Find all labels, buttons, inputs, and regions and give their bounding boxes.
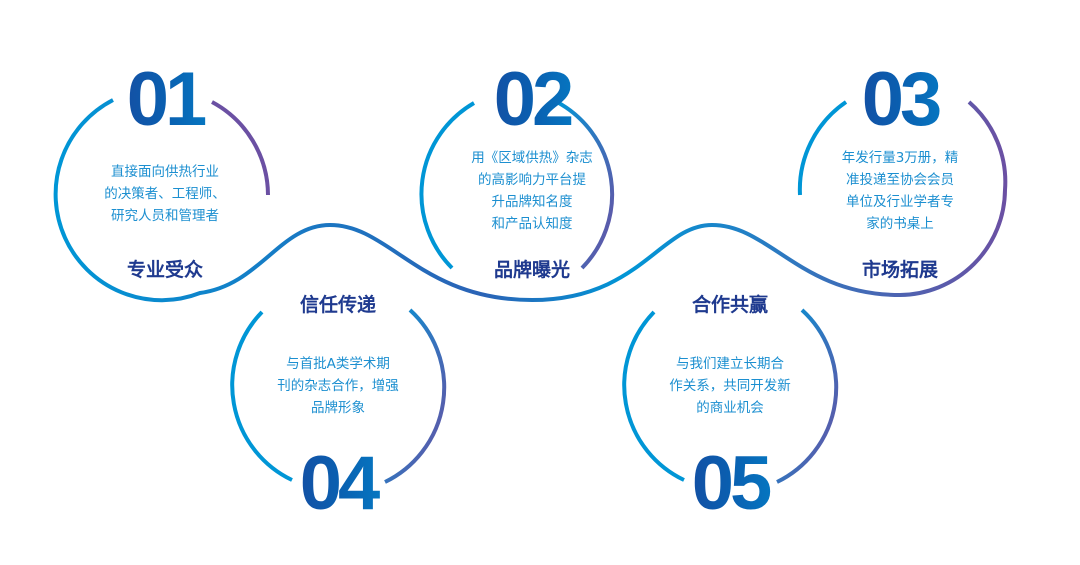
desc-line: 家的书桌上 (866, 216, 934, 232)
item-1-description: 直接面向供热行业 的决策者、工程师、 研究人员和管理者 (65, 161, 265, 227)
desc-line: 的高影响力平台提 (478, 172, 586, 188)
desc-line: 作关系，共同开发新 (669, 378, 791, 394)
circle-2-left-arc (419, 101, 476, 270)
circle-5-right-arc (776, 308, 839, 484)
item-3-number: 03 (800, 62, 1000, 138)
circle-2-right-arc (556, 100, 615, 270)
desc-line: 与首批A类学术期 (286, 356, 390, 372)
desc-line: 的决策者、工程师、 (104, 186, 226, 202)
desc-line: 直接面向供热行业 (111, 164, 219, 180)
item-2-description: 用《区域供热》杂志 的高影响力平台提 升品牌知名度 和产品认知度 (432, 147, 632, 235)
desc-line: 和产品认知度 (491, 216, 573, 232)
desc-line: 的商业机会 (696, 400, 764, 416)
item-5-number: 05 (630, 446, 830, 522)
item-5-description: 与我们建立长期合 作关系，共同开发新 的商业机会 (630, 353, 830, 419)
item-1-title: 专业受众 (126, 259, 203, 281)
circle-5-left-arc (622, 310, 685, 482)
desc-line: 升品牌知名度 (491, 194, 573, 210)
desc-line: 品牌形象 (311, 400, 365, 416)
desc-line: 研究人员和管理者 (111, 208, 219, 224)
circle-4-right-arc (384, 308, 447, 484)
item-5-title: 合作共赢 (691, 294, 768, 316)
circle-4-left-arc (230, 310, 293, 482)
desc-line: 与我们建立长期合 (676, 356, 784, 372)
wave-line (53, 98, 1008, 303)
circle-3-left-arc (797, 100, 848, 196)
item-1-number: 01 (65, 62, 265, 138)
item-2-number: 02 (432, 62, 632, 138)
desc-line: 刊的杂志合作，增强 (277, 378, 399, 394)
item-2-title: 品牌曝光 (493, 259, 570, 281)
item-4-description: 与首批A类学术期 刊的杂志合作，增强 品牌形象 (238, 353, 438, 419)
item-4-number: 04 (238, 446, 438, 522)
circle-1-right-arc (211, 100, 270, 196)
item-3-title: 市场拓展 (861, 259, 938, 281)
item-3-description: 年发行量3万册，精 准投递至协会会员 单位及行业学者专 家的书桌上 (800, 147, 1000, 235)
desc-line: 用《区域供热》杂志 (471, 150, 593, 166)
desc-line: 准投递至协会会员 (846, 172, 954, 188)
desc-line: 单位及行业学者专 (846, 194, 954, 210)
item-4-title: 信任传递 (299, 294, 376, 316)
desc-line: 年发行量3万册，精 (841, 150, 959, 166)
